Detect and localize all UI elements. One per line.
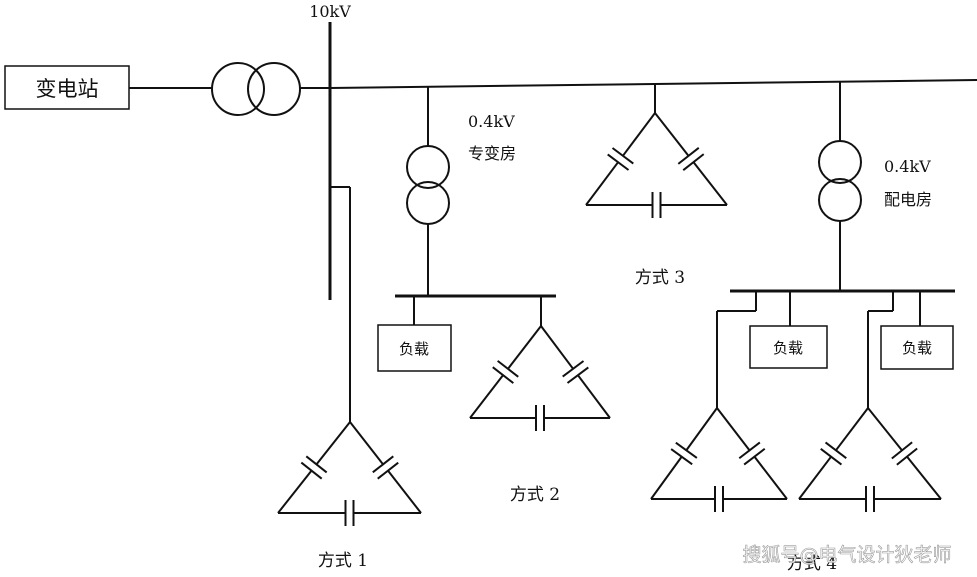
load-box-dedicated: 负载 <box>377 324 452 372</box>
load-label: 负载 <box>399 340 429 358</box>
method-4-label: 方式 4 <box>787 554 837 574</box>
load-label: 负载 <box>773 339 803 357</box>
load-box-distribution-2: 负载 <box>880 325 954 370</box>
capacitor-bank-method2 <box>469 325 611 431</box>
main-transformer <box>211 62 301 116</box>
load-label: 负载 <box>902 339 932 357</box>
capacitor-bank-method4a <box>650 407 788 512</box>
distribution-transformer <box>818 140 862 222</box>
dedicated-room-label: 专变房 <box>468 144 516 163</box>
dedicated-transformer-branch <box>395 86 556 326</box>
distribution-transformer-branch <box>716 81 955 408</box>
watermark: 搜狐号@电气设计狄老师 <box>742 544 951 566</box>
load-box-distribution-1: 负载 <box>749 325 828 369</box>
dedicated-transformer <box>406 145 450 225</box>
substation-block: 变电站 <box>4 65 130 110</box>
distribution-room-label: 配电房 <box>884 190 932 209</box>
bus-10kv-horizontal <box>329 79 977 89</box>
method1-branch <box>330 186 351 422</box>
method-2-label: 方式 2 <box>510 485 560 505</box>
capacitor-bank-method1 <box>277 421 422 526</box>
substation-label: 变电站 <box>36 77 99 101</box>
voltage-10kv-label: 10kV <box>309 2 351 21</box>
capacitor-bank-method4b <box>798 407 942 512</box>
distribution-voltage-label: 0.4kV <box>884 157 931 176</box>
method-3-label: 方式 3 <box>635 268 685 288</box>
dedicated-voltage-label: 0.4kV <box>468 112 515 131</box>
method-1-label: 方式 1 <box>318 551 368 571</box>
capacitor-bank-method3 <box>585 112 728 218</box>
